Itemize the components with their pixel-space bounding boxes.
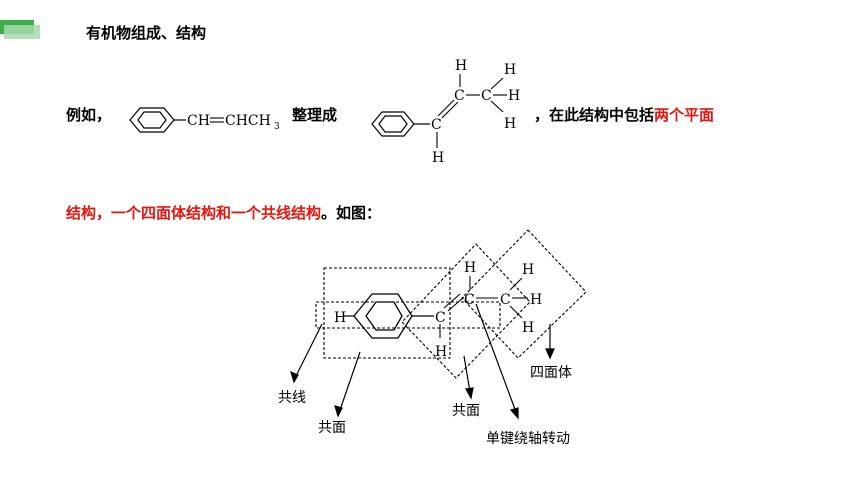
page-title: 有机物组成、结构	[86, 24, 207, 42]
dashed-regions	[315, 229, 587, 379]
benzene-ring-2	[371, 111, 415, 137]
atom-h5: H	[504, 116, 516, 132]
propenylbenzene-formula: CH CHCH 3	[129, 107, 280, 133]
structural-formula: C H C H C H H H	[371, 58, 520, 166]
atom-c2: C	[454, 88, 465, 104]
formula-ch: CH	[187, 113, 210, 129]
diagram-bond-c3-h-top	[509, 277, 523, 291]
diagram-h2: H	[464, 260, 476, 276]
diagram-bond-c3-h-bottom	[509, 305, 523, 319]
collinear-region	[315, 301, 501, 329]
rearranged-text: 整理成	[292, 106, 338, 124]
phrase-before: ，在此结构中包括	[534, 106, 655, 124]
double-bond-b	[441, 101, 459, 119]
label-rotation: 单键绕轴转动	[486, 431, 570, 447]
highlight-planes: 两个平面	[654, 106, 715, 124]
benzene-ring	[129, 107, 175, 133]
coplanar-region-benzene	[323, 267, 451, 359]
diagram-h3: H	[522, 262, 534, 278]
diagram-c3: C	[500, 292, 511, 308]
atom-c1: C	[431, 117, 442, 133]
diagram-double-a	[443, 293, 461, 309]
atom-h2: H	[455, 58, 467, 74]
diagram-double-b	[447, 296, 465, 312]
formula-chch: CHCH	[225, 113, 271, 129]
bond-c3-h-top	[490, 77, 504, 90]
structure-diagram: H C H C H C H H H	[290, 229, 587, 420]
atom-h3: H	[504, 62, 516, 78]
coplanar-region-vinyl	[401, 243, 531, 379]
accent-bar-light	[4, 25, 40, 39]
bond-c3-h-bottom	[490, 100, 504, 113]
label-coplanar-1: 共面	[318, 420, 346, 436]
label-coplanar-2: 共面	[452, 403, 480, 419]
diagram-h5: H	[522, 320, 534, 336]
diagram-c1: C	[435, 310, 446, 326]
diagram-h-left: H	[334, 310, 346, 326]
header-accent	[0, 20, 40, 40]
label-tetrahedron: 四面体	[530, 365, 572, 381]
example-prefix: 例如，	[66, 106, 112, 124]
diagram-c2: C	[464, 292, 475, 308]
callout-arrows	[290, 303, 555, 420]
label-collinear: 共线	[278, 390, 306, 406]
atom-c3: C	[481, 88, 492, 104]
phrase-after: 。如图：	[321, 204, 382, 222]
benzene-ring-3	[353, 293, 413, 339]
diagram-h1: H	[435, 344, 447, 360]
highlight-structures: 结构，一个四面体结构和一个共线结构	[66, 204, 322, 222]
tetrahedron-region	[461, 229, 587, 359]
atom-h1: H	[432, 150, 444, 166]
diagram-h4: H	[530, 292, 542, 308]
atom-h4: H	[508, 88, 520, 104]
double-bond-a	[437, 99, 455, 117]
formula-subscript: 3	[274, 122, 280, 132]
